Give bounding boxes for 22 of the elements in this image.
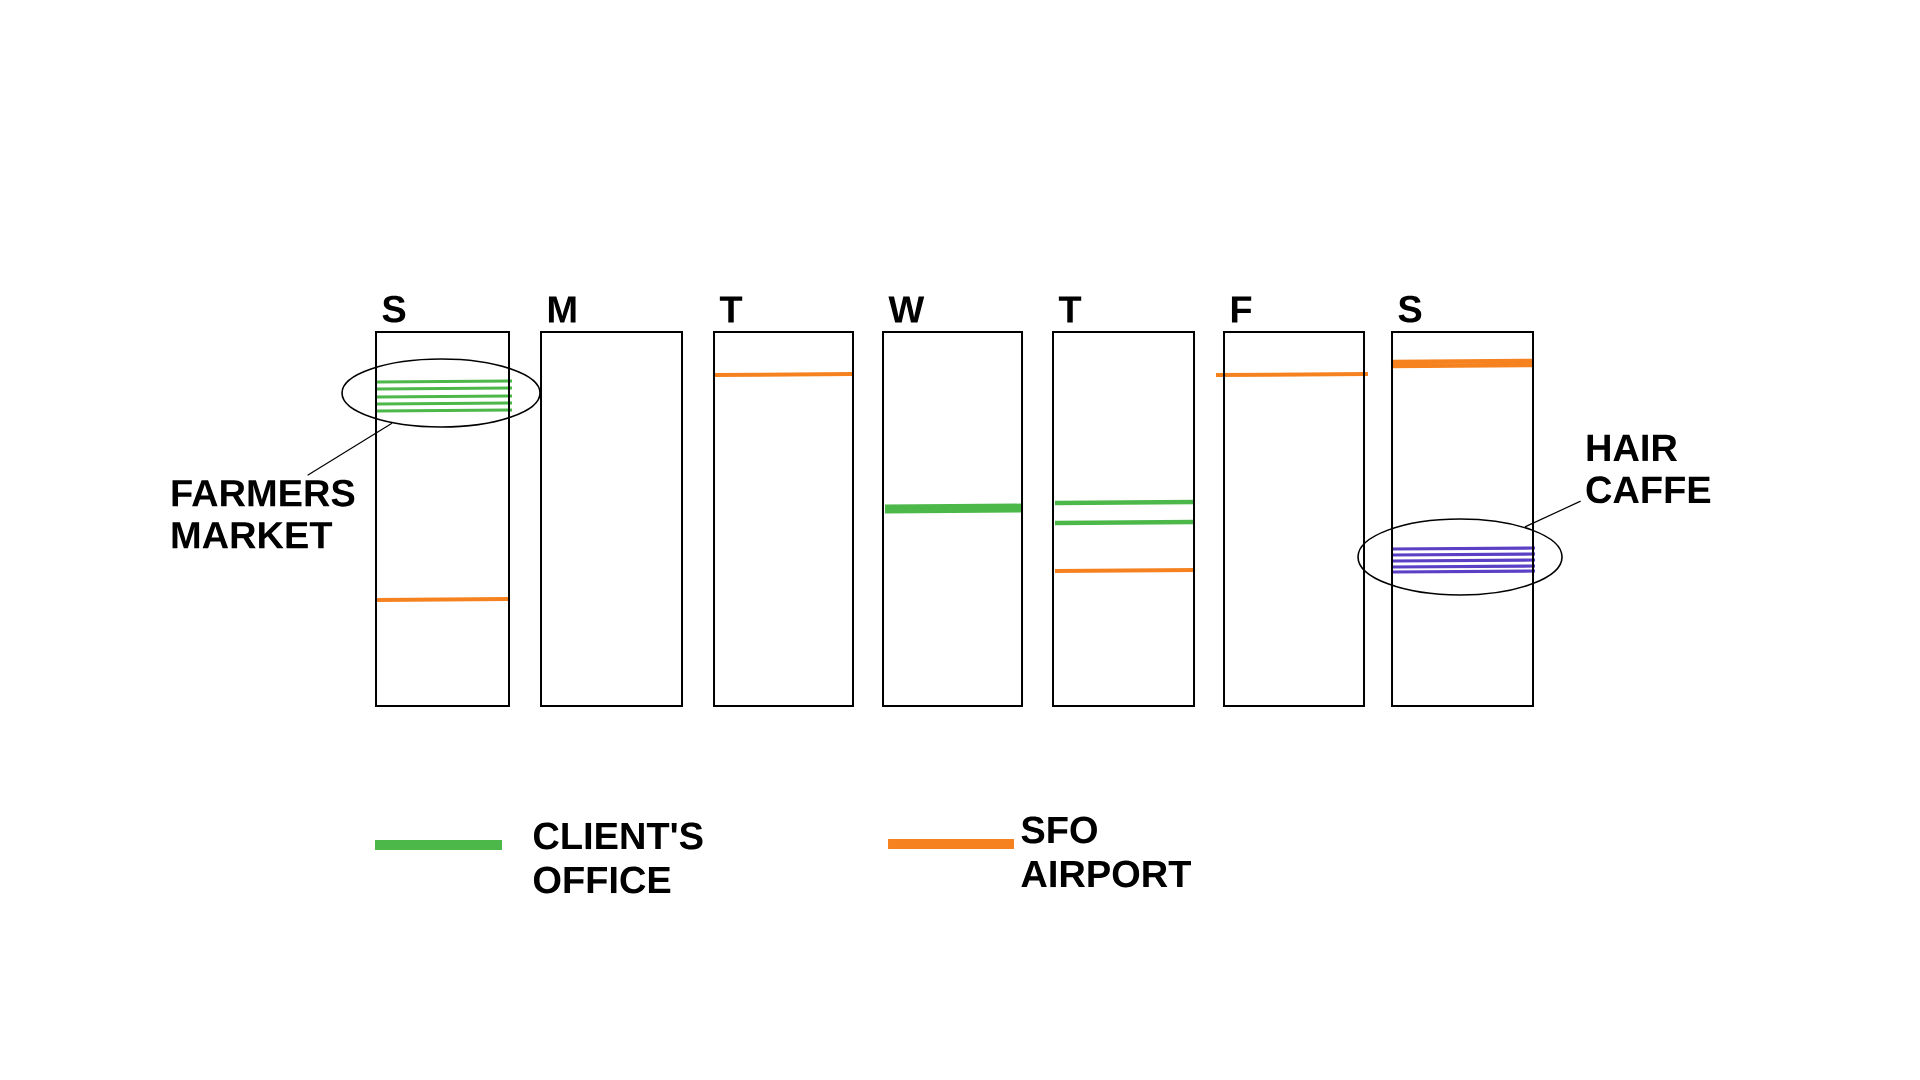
day-column: S xyxy=(1391,295,1534,707)
day-column: T xyxy=(1052,296,1195,707)
node-label: T xyxy=(1058,296,1082,323)
circled-area xyxy=(1357,518,1563,596)
node-label: M xyxy=(548,296,576,323)
day-column: W xyxy=(882,296,1023,707)
legend-label: CLIENT'S OFFICE xyxy=(534,822,703,894)
day-column: M xyxy=(540,296,683,707)
leader-line xyxy=(1524,500,1582,528)
node-label: T xyxy=(719,296,743,323)
day-column: T xyxy=(713,296,854,707)
node-label: S xyxy=(382,295,406,323)
legend-label: SFO AIRPORT xyxy=(1021,816,1191,888)
circled-area xyxy=(341,358,541,428)
day-column: S xyxy=(375,295,510,707)
node-label: W xyxy=(888,296,925,323)
annotation-label: HAIR CAFFE xyxy=(1586,434,1711,504)
node-label: F xyxy=(1231,296,1252,323)
leader-line xyxy=(307,422,393,476)
node-label: S xyxy=(1398,295,1422,323)
annotation-label: FARMERS MARKET xyxy=(172,479,355,549)
day-column: F xyxy=(1223,296,1365,707)
